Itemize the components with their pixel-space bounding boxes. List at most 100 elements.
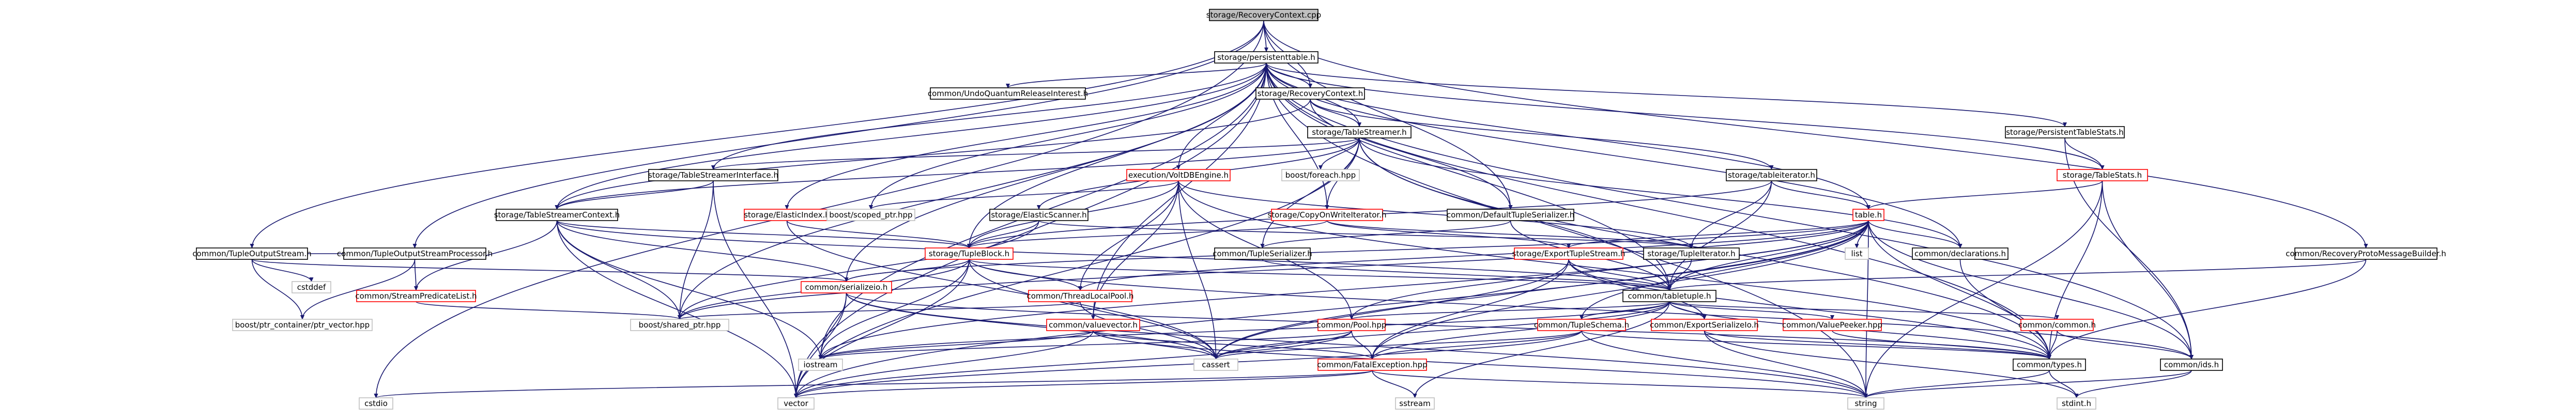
node-label: common/tabletuple.h [1628, 291, 1711, 301]
include-edge [1078, 220, 1869, 291]
include-edge [869, 180, 1179, 210]
include-edge [555, 180, 714, 210]
node-common-undoquantumreleaseinterest-h[interactable]: common/UndoQuantumReleaseInterest.h [928, 87, 1088, 100]
include-edge [818, 330, 1352, 360]
node-storage-tablestreamercontext-h[interactable]: storage/TableStreamerContext.h [494, 209, 620, 221]
include-edge [1866, 180, 2103, 210]
include-edge [1318, 137, 1360, 170]
node-label: storage/tableiterator.h [1728, 170, 1815, 180]
node-common-threadlocalpool-h[interactable]: common/ThreadLocalPool.h [1026, 290, 1134, 302]
node-common-streampredicatelist-h[interactable]: common/StreamPredicateList.h [355, 290, 477, 302]
node-label: list [1851, 249, 1862, 258]
node-common-tupleserializer-h[interactable]: common/TupleSerializer.h [1213, 247, 1312, 260]
include-edge [846, 292, 1868, 398]
node-common-defaulttupleserializer-h[interactable]: common/DefaultTupleSerializer.h [1447, 209, 1574, 221]
include-edge [1266, 63, 2067, 127]
node-storage-elasticscanner-h[interactable]: storage/ElasticScanner.h [989, 209, 1088, 221]
include-edge [818, 330, 1094, 360]
node-common-serializeio-h[interactable]: common/serializeio.h [801, 281, 892, 293]
include-edge [1006, 63, 1267, 88]
include-edge [300, 259, 416, 320]
node-storage-tablestreamerinterface-h[interactable]: storage/TableStreamerInterface.h [648, 169, 778, 181]
node-box [1845, 247, 1869, 260]
include-edge [1359, 137, 1962, 248]
node-label: storage/RecoveryContext.cpp [1206, 10, 1321, 20]
node-common-ids-h[interactable]: common/ids.h [2160, 359, 2223, 371]
include-edge [1214, 330, 1352, 360]
node-box [1537, 319, 1626, 331]
node-label: cassert [1202, 360, 1230, 369]
node-label: common/StreamPredicateList.h [355, 291, 477, 301]
node-common-fatalexception-hpp[interactable]: common/FatalException.hpp [1317, 359, 1428, 371]
node-storage-exporttuplestream-h[interactable]: storage/ExportTupleStream.h [1512, 247, 1626, 260]
node-box [1847, 397, 1884, 410]
include-edge [1864, 180, 2103, 398]
node-common-declarations-h[interactable]: common/declarations.h [1912, 247, 2008, 260]
include-edge [1263, 20, 2368, 248]
include-edge [1959, 259, 2051, 360]
node-storage-elasticindex-h[interactable]: storage/ElasticIndex.h [744, 209, 830, 221]
node-execution-voltdbengine-h[interactable]: execution/VoltDBEngine.h [1126, 169, 1231, 181]
nodes-layer: storage/RecoveryContext.cpp storage/persi… [192, 9, 2446, 410]
include-edge [2102, 180, 2194, 360]
node-common-exportserializeio-h[interactable]: common/ExportSerializeIo.h [1650, 319, 1759, 331]
node-storage-recoverycontext-h[interactable]: storage/RecoveryContext.h [1255, 87, 1365, 100]
include-edge [1581, 330, 2051, 360]
node-storage-tupleblock-h[interactable]: storage/TupleBlock.h [925, 247, 1014, 260]
include-edge [2064, 137, 2105, 170]
node-box [1317, 319, 1386, 331]
node-label: common/ExportSerializeIo.h [1650, 320, 1759, 330]
node-common-tupleschema-h[interactable]: common/TupleSchema.h [1534, 319, 1629, 331]
include-edge [1669, 301, 1834, 320]
node-table-h[interactable]: table.h [1852, 209, 1884, 221]
node-common-tupleoutputstreamprocessor-h[interactable]: common/TupleOutputStreamProcessor.h [337, 247, 493, 260]
node-storage-tupleiterator-h[interactable]: storage/TupleIterator.h [1643, 247, 1740, 260]
node-string: string [1847, 397, 1884, 410]
node-common-types-h[interactable]: common/types.h [2013, 359, 2086, 371]
node-box [1317, 359, 1427, 371]
include-edge [1372, 370, 1868, 398]
node-common-tupleoutputstream-h[interactable]: common/TupleOutputStream.h [192, 247, 312, 260]
node-common-recoveryprotomessagebuilder-h[interactable]: common/RecoveryProtoMessageBuilder.h [2286, 247, 2446, 260]
include-edge [251, 259, 849, 282]
node-label: storage/TableStreamerContext.h [494, 210, 620, 220]
node-storage-persistenttablestats-h[interactable]: storage/PersistentTableStats.h [2005, 126, 2125, 138]
include-edge [1266, 63, 1868, 398]
node-common-tabletuple-h[interactable]: common/tabletuple.h [1622, 290, 1716, 302]
node-common-pool-hpp[interactable]: common/Pool.hpp [1317, 319, 1387, 331]
include-edge [1868, 220, 2194, 360]
node-label: storage/PersistentTableStats.h [2006, 128, 2124, 137]
include-edge [1581, 330, 1868, 398]
node-box [1514, 247, 1623, 260]
node-box [1281, 169, 1360, 181]
node-label: common/TupleSerializer.h [1213, 249, 1312, 258]
node-common-valuepeeker-hpp[interactable]: common/ValuePeeker.hpp [1782, 319, 1882, 331]
node-storage-copyonwriteiterator-h[interactable]: storage/CopyOnWriteIterator.h [1267, 209, 1387, 221]
include-edge [414, 220, 558, 291]
node-storage-tableiterator-h[interactable]: storage/tableiterator.h [1726, 169, 1817, 181]
node-label: common/FatalException.hpp [1317, 360, 1427, 369]
include-edge [1078, 180, 1179, 291]
node-label: boost/ptr_container/ptr_vector.hpp [235, 320, 370, 330]
node-sstream: sstream [1395, 397, 1435, 410]
include-edge [1568, 259, 1672, 291]
node-storage-tablestreamer-h[interactable]: storage/TableStreamer.h [1307, 126, 1412, 138]
node-box [1643, 247, 1740, 260]
node-storage-tablestats-h[interactable]: storage/TableStats.h [2057, 169, 2148, 181]
include-edge [794, 330, 1352, 398]
include-edge [2049, 370, 2079, 398]
node-label: boost/shared_ptr.hpp [639, 320, 721, 330]
node-common-common-h[interactable]: common/common.h [2018, 319, 2096, 331]
include-edge [785, 63, 1267, 210]
node-box [2294, 247, 2437, 260]
include-edge [556, 220, 971, 248]
node-box [343, 247, 486, 260]
node-label: table.h [1855, 210, 1882, 220]
node-common-valuevector-h[interactable]: common/valuevector.h [1046, 319, 1140, 331]
include-edge [251, 259, 314, 282]
node-box [648, 169, 778, 181]
node-storage-persistenttable-h[interactable]: storage/persistenttable.h [1214, 51, 1318, 64]
node-box [1046, 319, 1140, 331]
node-label: common/ids.h [2164, 360, 2219, 369]
node-box [1214, 247, 1311, 260]
